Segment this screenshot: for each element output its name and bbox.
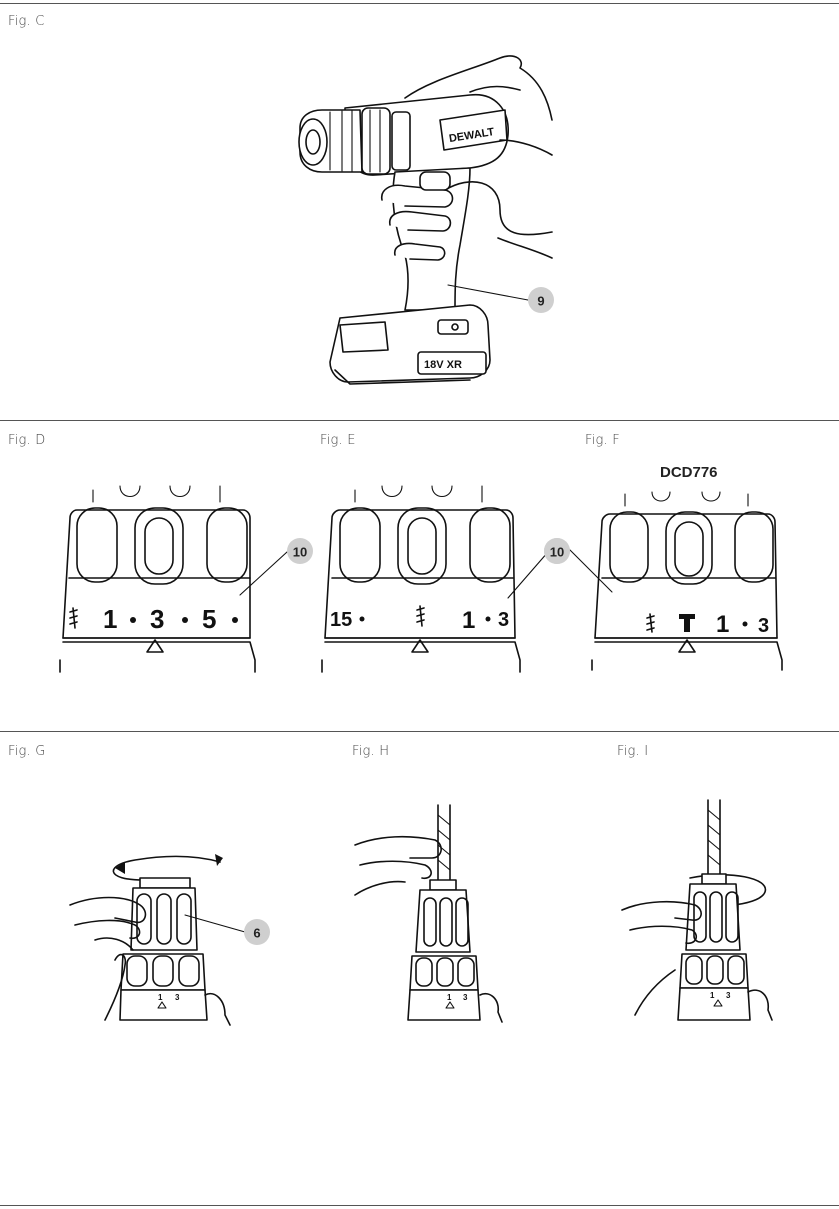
fig-c-battery-text: 18V XR [424, 359, 462, 371]
fig-i-label: Fig. I [617, 744, 649, 759]
fig-h-bit-insertion-illustration: 1 3 [354, 804, 503, 1023]
fig-d-dial-1: 1 [103, 604, 117, 634]
fig-e-dial-3: 3 [498, 609, 509, 631]
fig-f-callout-line [569, 549, 613, 593]
fig-c-callout-9: 9 [528, 287, 554, 313]
fig-i-chuck-tighten-illustration: 1 3 [621, 799, 773, 1021]
fig-g-dial-1: 1 [158, 993, 163, 1002]
fig-f-callout-10: 10 [544, 538, 570, 564]
fig-d-dot-3 [232, 617, 238, 623]
fig-d-dial-3: 3 [150, 604, 164, 634]
fig-f-label: Fig. F [585, 433, 620, 448]
fig-f-model-name: DCD776 [660, 464, 718, 481]
fig-h-dial-1: 1 [447, 993, 452, 1002]
fig-f-dial-1: 1 [716, 611, 729, 638]
fig-i-dial-3: 3 [726, 991, 731, 1000]
fig-e-dot-1 [359, 616, 365, 622]
fig-g-callout-number: 6 [253, 926, 260, 941]
fig-f-callout-number: 10 [550, 545, 564, 560]
fig-d-callout-10: 10 [287, 538, 313, 564]
separator-rule-1 [0, 420, 839, 421]
fig-e-label: Fig. E [320, 433, 356, 448]
fig-e-dial-1: 1 [462, 607, 475, 634]
fig-c-callout-number: 9 [537, 294, 544, 309]
fig-d-callout-number: 10 [293, 545, 307, 560]
fig-h-label: Fig. H [352, 744, 390, 759]
fig-g-label: Fig. G [8, 744, 46, 759]
fig-e-clutch-collar: 15 1 3 [321, 485, 549, 673]
fig-e-drill-icon [416, 605, 425, 627]
fig-c-drill-illustration: DEWALT 18V XR [298, 55, 553, 385]
fig-f-clutch-collar: 1 3 [591, 491, 783, 671]
fig-f-dial-3: 3 [758, 615, 769, 637]
fig-e-dot-2 [485, 616, 491, 622]
fig-f-dot [742, 621, 748, 627]
fig-f-drill-icon [646, 613, 655, 633]
fig-h-dial-3: 3 [463, 993, 468, 1002]
top-rule [0, 3, 839, 4]
fig-f-hammer-icon [679, 614, 695, 632]
fig-d-dial-5: 5 [202, 604, 216, 634]
fig-d-dot-2 [182, 617, 188, 623]
fig-i-dial-1: 1 [710, 991, 715, 1000]
fig-e-dial-15: 15 [330, 609, 352, 631]
fig-d-clutch-collar: 1 3 5 [59, 485, 288, 673]
bottom-rule [0, 1205, 839, 1206]
fig-g-callout-6: 6 [244, 919, 270, 945]
separator-rule-2 [0, 731, 839, 732]
fig-g-dial-3: 3 [175, 993, 180, 1002]
fig-c-label: Fig. C [8, 14, 45, 29]
fig-d-dot-1 [130, 617, 136, 623]
fig-g-chuck-illustration: 1 3 [69, 854, 246, 1026]
fig-d-label: Fig. D [8, 433, 46, 448]
